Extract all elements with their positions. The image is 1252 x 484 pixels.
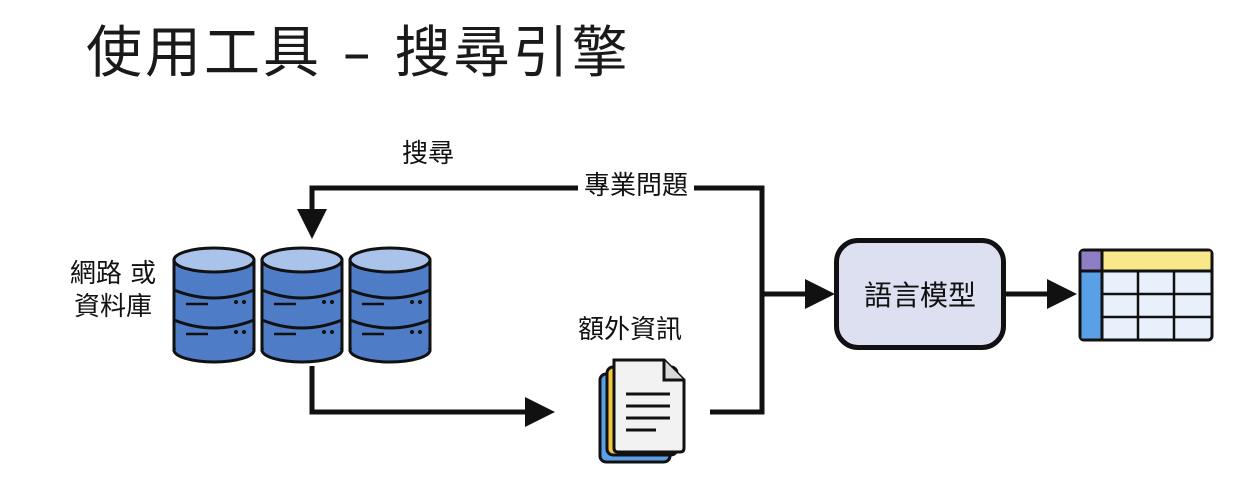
- database-cylinder-icon: [348, 246, 432, 364]
- question-merge-connector: [758, 185, 765, 294]
- table-icon: [1078, 248, 1214, 342]
- database-cylinder-icon: [172, 246, 256, 364]
- extra-info-label: 額外資訊: [578, 315, 683, 345]
- page-title: 使用工具 – 搜尋引擎: [86, 21, 631, 86]
- database-label-line1: 網路 或: [69, 259, 157, 289]
- database-cylinder-icon: [260, 246, 344, 364]
- llm-label: 語言模型: [863, 279, 976, 312]
- database-stack-icon: [172, 246, 432, 364]
- retrieval-connector: [309, 366, 555, 427]
- database-label: 網路 或 資料庫: [58, 258, 168, 323]
- extra-merge-connector: [710, 294, 765, 415]
- llm-node: 語言模型: [834, 238, 1006, 350]
- search-label: 搜尋: [402, 139, 455, 169]
- document-stack-icon: [598, 358, 686, 464]
- question-label: 專業問題: [578, 170, 695, 203]
- database-label-line2: 資料庫: [73, 291, 152, 322]
